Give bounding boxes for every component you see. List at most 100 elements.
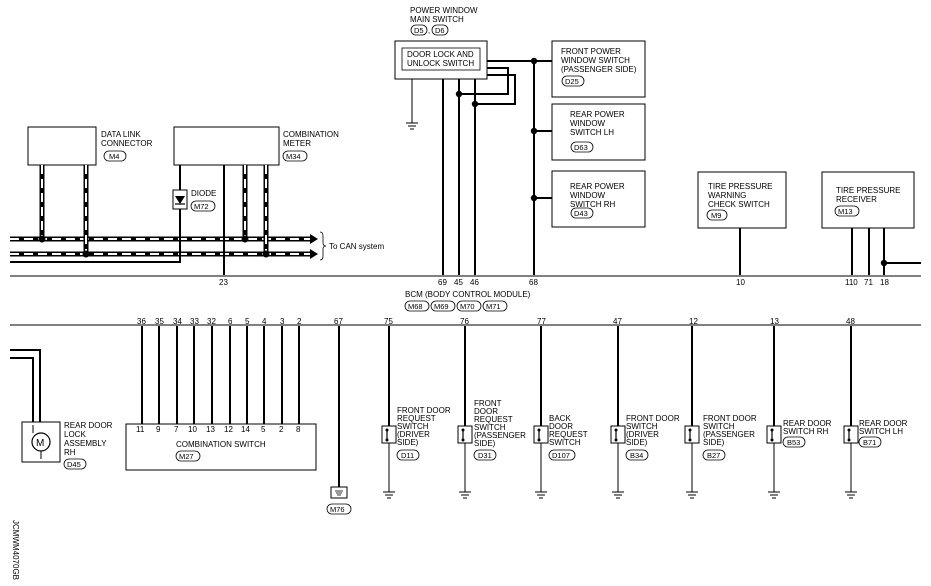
pw-main-switch-name-1: POWER WINDOW xyxy=(410,6,478,15)
combination-switch-pin: 7 xyxy=(174,425,179,434)
pw-junctions xyxy=(455,57,538,202)
connector-pill xyxy=(103,150,127,162)
junction-dot xyxy=(471,100,479,108)
component-label: SWITCH xyxy=(549,438,581,447)
bcm: 23 69 45 46 68 10 110 71 18 BCM (BODY CO… xyxy=(10,275,921,326)
connector-pill xyxy=(430,300,456,312)
component-box xyxy=(173,126,280,166)
can-bus-wires xyxy=(10,165,327,261)
combination-switch-pin: 2 xyxy=(279,425,284,434)
component-label: DOOR xyxy=(549,422,573,431)
component-label: SWITCH RH xyxy=(570,200,616,209)
connector-pill xyxy=(175,450,201,462)
component-label: FRONT DOOR xyxy=(626,414,680,423)
component-label: SWITCH xyxy=(626,422,658,431)
connector-label: M9 xyxy=(711,211,721,220)
bcm-pin: 67 xyxy=(334,317,343,326)
connector-label: D63 xyxy=(574,143,588,152)
combination-switch-pin: 11 xyxy=(136,425,145,434)
connector-pill xyxy=(702,449,726,461)
component-label: LOCK xyxy=(64,430,86,439)
front-door-switch-passenger: FRONT DOOR SWITCH (PASSENGER SIDE) B27 xyxy=(702,414,757,461)
bcm-pin: 36 xyxy=(137,317,146,326)
component-label: DOOR xyxy=(474,407,498,416)
component-label: SIDE) xyxy=(626,438,648,447)
bcm-pin: 3 xyxy=(280,317,285,326)
junction-dot xyxy=(530,194,538,202)
component-label: SIDE) xyxy=(474,439,496,448)
power-window-main-switch: POWER WINDOW MAIN SWITCH D5 , D6 DOOR LO… xyxy=(394,6,488,130)
connector-label: M4 xyxy=(109,152,119,161)
component-label: CHECK SWITCH xyxy=(708,200,770,209)
pw-main-connector-2: D6 xyxy=(435,26,445,35)
component-label: WINDOW xyxy=(570,119,606,128)
switch-contact-icon xyxy=(461,438,465,442)
component-label: REQUEST xyxy=(397,414,436,423)
bcm-pin: 77 xyxy=(537,317,546,326)
bcm-pin: 35 xyxy=(155,317,164,326)
component-label: TIRE PRESSURE xyxy=(708,182,772,191)
bcm-label: BCM (BODY CONTROL MODULE) xyxy=(405,290,531,299)
connector-label: B34 xyxy=(630,451,643,460)
bcm-pin: 13 xyxy=(770,317,779,326)
component-label: DATA LINK xyxy=(101,130,141,139)
component-label: REQUEST xyxy=(549,430,588,439)
connector-pill xyxy=(190,200,216,212)
tire-pressure-warning-check-switch: TIRE PRESSURE WARNING CHECK SWITCH M9 xyxy=(697,171,787,275)
bcm-pin: 68 xyxy=(529,278,538,287)
component-label: BACK xyxy=(549,414,571,423)
bcm-pin: 5 xyxy=(245,317,250,326)
switch-contact-icon xyxy=(537,438,541,442)
component-label: SIDE) xyxy=(703,438,725,447)
pw-main-connector-separator: , xyxy=(428,26,430,35)
component-label: SWITCH xyxy=(397,422,429,431)
connector-label: M70 xyxy=(460,302,475,311)
pw-main-switch-name-2: MAIN SWITCH xyxy=(410,15,464,24)
connector-label: M69 xyxy=(434,302,449,311)
connector-label: D31 xyxy=(478,451,492,460)
rear-door-switch-lh: REAR DOOR SWITCH LH B71 xyxy=(858,419,908,448)
component-label: SWITCH LH xyxy=(570,128,614,137)
bcm-pin: 34 xyxy=(173,317,182,326)
connector-pill xyxy=(410,24,428,36)
connector-pill xyxy=(63,458,87,470)
junction-dot xyxy=(530,57,538,65)
connector-label: D107 xyxy=(552,451,570,460)
component-label: SWITCH xyxy=(703,422,735,431)
diode: DIODE M72 xyxy=(10,165,216,263)
bcm-pin: 2 xyxy=(297,317,302,326)
component-box xyxy=(125,423,317,471)
front-door-switch-passenger-symbol xyxy=(684,326,700,499)
component-label: ASSEMBLY xyxy=(64,439,107,448)
switch-contact-icon xyxy=(688,438,692,442)
junction-dot xyxy=(455,90,463,98)
component-label: (DRIVER xyxy=(397,430,430,439)
ground-icon xyxy=(330,486,348,499)
bcm-pin: 33 xyxy=(190,317,199,326)
component-label: SWITCH xyxy=(474,423,506,432)
connector-label: D43 xyxy=(574,209,588,218)
switch-body xyxy=(843,425,859,444)
component-label: (PASSENGER SIDE) xyxy=(561,65,637,74)
connector-label: M34 xyxy=(286,152,301,161)
bcm-pin: 23 xyxy=(219,278,228,287)
component-label: REAR DOOR xyxy=(859,419,908,428)
front-door-switch-driver-symbol xyxy=(610,326,626,499)
rear-door-switch-rh-symbol xyxy=(766,326,782,499)
combination-switch-pin: 9 xyxy=(156,425,161,434)
front-door-request-switch-driver-symbol xyxy=(381,326,397,499)
combination-switch-pin: 8 xyxy=(296,425,301,434)
component-label: TIRE PRESSURE xyxy=(836,186,900,195)
component-label: REAR DOOR xyxy=(783,419,832,428)
front-door-switch-driver: FRONT DOOR SWITCH (DRIVER SIDE) B34 xyxy=(625,414,680,461)
component-label: WINDOW xyxy=(570,191,606,200)
door-switches: FRONT DOOR REQUEST SWITCH (DRIVER SIDE) … xyxy=(381,326,908,499)
bcm-pin: 47 xyxy=(613,317,622,326)
rear-power-window-switch-lh: REAR POWER WINDOW SWITCH LH D63 xyxy=(551,103,646,161)
data-link-connector: DATA LINK CONNECTOR M4 xyxy=(27,126,153,166)
connector-label: D11 xyxy=(401,451,414,460)
component-label: FRONT xyxy=(474,399,502,408)
connector-pill xyxy=(570,207,594,219)
component-label: SWITCH RH xyxy=(783,427,829,436)
combination-meter: COMBINATION METER M34 xyxy=(173,126,339,166)
